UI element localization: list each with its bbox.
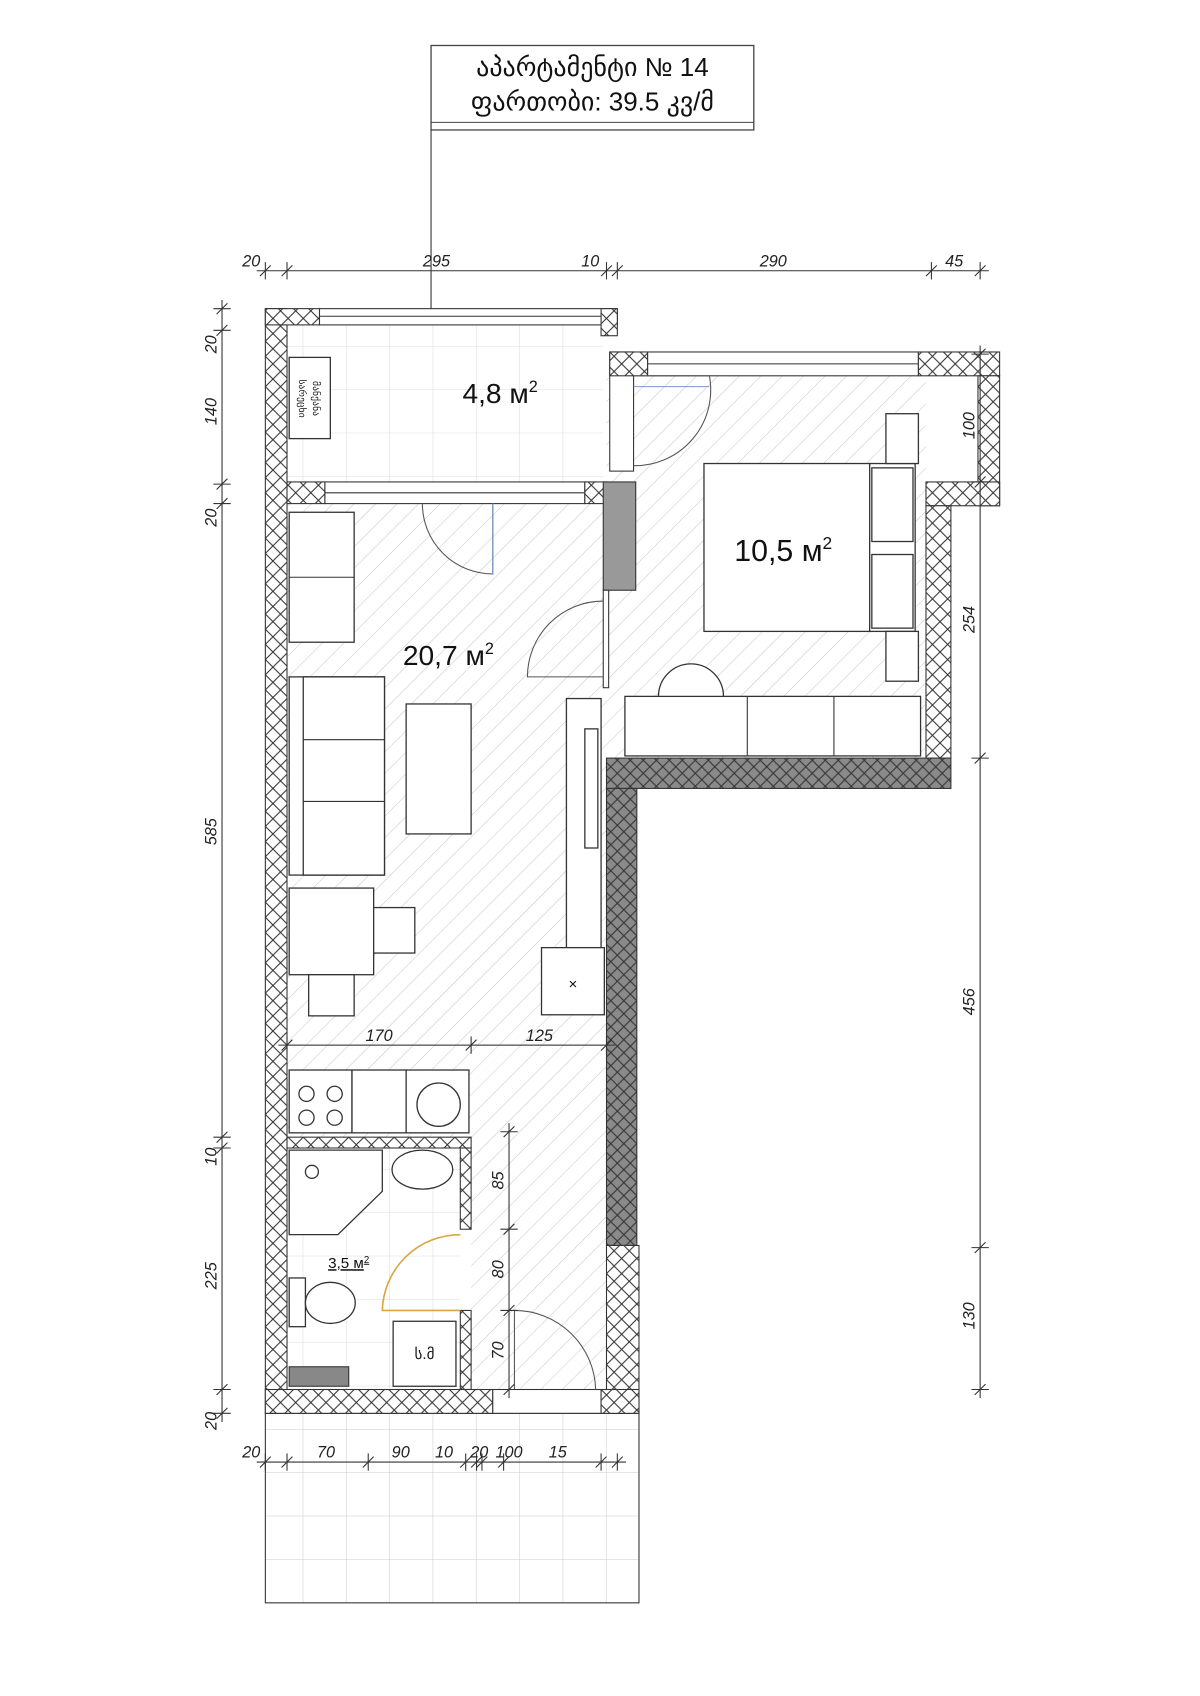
- bottom-dimension-label: 10: [435, 1444, 453, 1462]
- top-dimension-label: 45: [945, 252, 964, 270]
- top-dimension-label: 10: [581, 252, 599, 270]
- bottom-dimension-label: 20: [469, 1444, 488, 1462]
- living-area: 20,7 м2: [403, 640, 494, 671]
- washer-label-1: სარეცხი: [296, 379, 308, 417]
- cross-mark: ×: [568, 976, 577, 993]
- terrace-floor: [264, 1412, 640, 1604]
- doors: [381, 375, 712, 1390]
- top-dimension-label: 20: [241, 252, 260, 270]
- bottom-dimension-label: 90: [392, 1444, 410, 1462]
- left-dimension-label: 20: [203, 335, 221, 354]
- top-dimension-label: 295: [422, 252, 451, 270]
- right-dimension-label: 100: [961, 412, 979, 439]
- balcony-floor: [287, 324, 604, 482]
- bottom-dimension-label: 15: [549, 1444, 568, 1462]
- bottom-dimension-label: 20: [241, 1444, 260, 1462]
- left-dimension-label: 225: [203, 1261, 221, 1290]
- left-dimension-label: 20: [203, 1412, 221, 1431]
- right-dimension-label: 130: [961, 1302, 979, 1329]
- inner-dimension-label: 125: [526, 1027, 554, 1045]
- left-dimension-label: 20: [203, 509, 221, 528]
- right-dimension-label: 254: [961, 606, 979, 634]
- furniture: სარეცხი მანქანა × ს.მ: [288, 356, 922, 1387]
- left-dimension-label: 140: [203, 398, 221, 425]
- top-dimension-label: 290: [759, 252, 787, 270]
- inner-vertical-dimension-label: 85: [490, 1170, 508, 1189]
- apartment-number: აპარტამენტი № 14: [476, 52, 708, 83]
- inner-vertical-dimension-label: 80: [490, 1260, 508, 1278]
- inner-dimension-label: 170: [366, 1027, 393, 1045]
- bedroom-area: 10,5 м2: [734, 533, 832, 568]
- apartment-area: ფართობი: 39.5 კვ/მ: [471, 86, 714, 117]
- left-dimension-label: 10: [203, 1148, 221, 1166]
- bathroom-area: 3,5 м2: [328, 1255, 369, 1272]
- left-dimension-label: 585: [203, 817, 221, 845]
- bottom-dimension-label: 100: [495, 1444, 522, 1462]
- balcony-area: 4,8 м2: [462, 378, 537, 409]
- corridor-floor: [471, 1045, 607, 1390]
- washer-label-2: მანქანა: [310, 381, 322, 416]
- walls: [264, 308, 1001, 1414]
- right-dimension-label: 456: [961, 987, 979, 1015]
- boiler-label: ს.მ: [415, 1346, 435, 1363]
- bottom-dimension-label: 70: [317, 1444, 335, 1462]
- dimensions: 20 295 10 290 45 20 140 20 585 10 225 20 100 254 456 13…: [203, 252, 989, 1471]
- inner-vertical-dimension-label: 70: [490, 1341, 508, 1359]
